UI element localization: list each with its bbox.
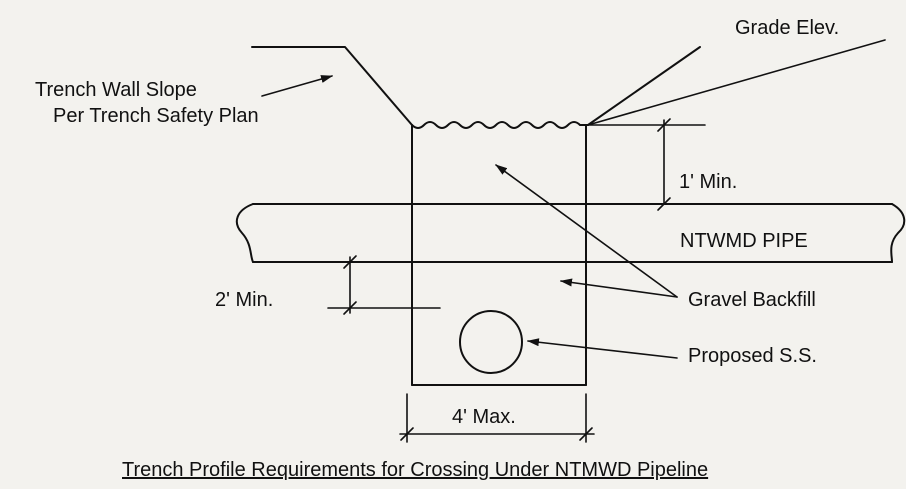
grade-surface	[411, 121, 589, 129]
one-ft-tick-top	[657, 118, 671, 132]
two-ft-tick-bottom	[343, 301, 357, 315]
two-ft-tick-top	[343, 255, 357, 269]
gravel-leader-1	[495, 164, 678, 298]
pipe-left-break	[235, 203, 254, 263]
trench-wall-label-line2: Per Trench Safety Plan	[53, 105, 259, 127]
pipe-right-break	[890, 203, 906, 263]
proposed-ss-pipe	[459, 310, 523, 374]
gravel-backfill-label: Gravel Backfill	[688, 289, 816, 311]
proposed-ss-label: Proposed S.S.	[688, 345, 817, 367]
four-ft-tick-right	[579, 427, 593, 441]
one-ft-min-label: 1' Min.	[679, 171, 738, 193]
trench-wall-leader	[261, 75, 333, 97]
grade-leader	[587, 39, 886, 126]
two-ft-min-label: 2' Min.	[215, 289, 274, 311]
ss-leader	[527, 338, 678, 359]
right-trench-wall-slope	[587, 46, 701, 126]
trench-wall-label-line1: Trench Wall Slope	[35, 79, 197, 101]
diagram-caption: Trench Profile Requirements for Crossing…	[122, 459, 709, 481]
four-ft-tick-left	[400, 427, 414, 441]
gravel-leader-2	[560, 278, 678, 298]
one-ft-tick-bottom	[657, 197, 671, 211]
four-ft-max-label: 4' Max.	[452, 406, 516, 428]
grade-elev-label: Grade Elev.	[735, 17, 840, 39]
pipe-label: NTWMD PIPE	[680, 230, 808, 252]
left-trench-wall-slope	[251, 46, 413, 126]
